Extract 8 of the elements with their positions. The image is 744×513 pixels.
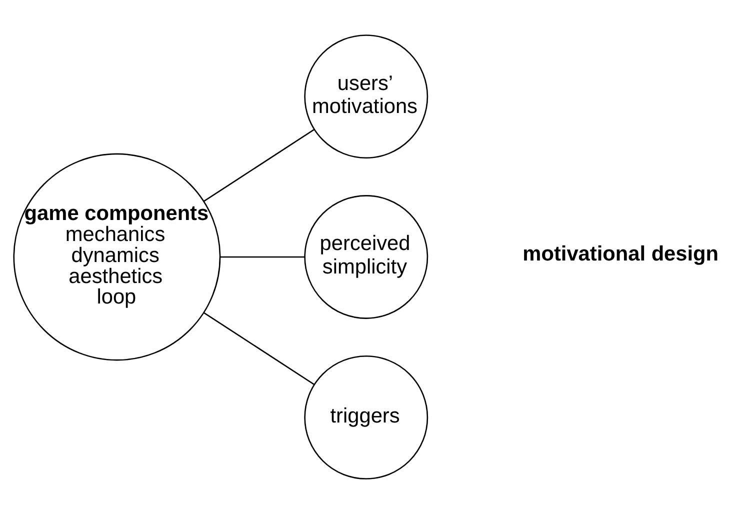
node-circle: game components mechanics dynamics aesthetics loop bbox=[13, 152, 221, 360]
connector bbox=[203, 312, 315, 385]
node-circle: users’ motivations bbox=[304, 34, 428, 158]
connector bbox=[220, 256, 304, 258]
label: motivational design bbox=[522, 242, 719, 266]
node-circle: perceived simplicity bbox=[304, 194, 428, 318]
connector bbox=[203, 128, 315, 202]
node-circle: triggers bbox=[304, 355, 428, 479]
